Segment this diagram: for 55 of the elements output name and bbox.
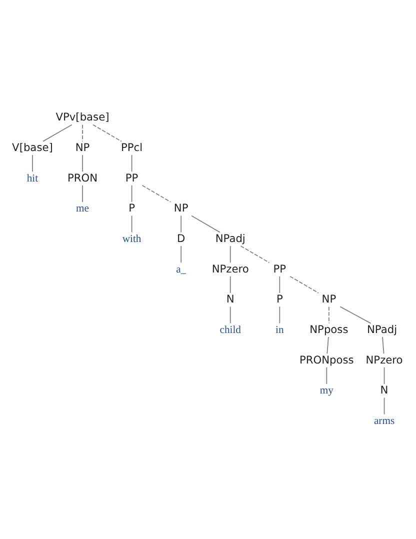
node-text: V[base] [12, 140, 53, 154]
node-text: NP [174, 202, 188, 215]
connector [142, 184, 172, 202]
node-text: NPposs [310, 322, 348, 336]
connector [82, 154, 83, 172]
connector [82, 184, 83, 202]
connector [230, 246, 231, 264]
node-text: P [276, 292, 283, 306]
connector [92, 124, 122, 142]
connector [131, 184, 132, 202]
connector [384, 366, 385, 384]
connector [340, 306, 372, 324]
connector [279, 276, 280, 294]
connector [326, 336, 329, 354]
node-text: PP [125, 171, 138, 184]
connector [290, 276, 319, 294]
node-text: NPadj [215, 232, 246, 245]
connector [180, 246, 182, 264]
node-text: N [226, 292, 234, 306]
connector [279, 306, 280, 324]
node-text: N [380, 384, 388, 397]
node-text: D [176, 232, 186, 245]
connector [230, 306, 231, 324]
node-text: PRONposs [299, 353, 354, 366]
node-text: PPcl [121, 140, 143, 154]
connector [32, 154, 33, 172]
node-text: child [220, 324, 241, 336]
node-text: NP [322, 292, 336, 306]
connector [382, 336, 384, 354]
node-text: hit [26, 173, 38, 184]
node-text: PP [273, 262, 286, 276]
connector [230, 276, 231, 294]
connector [42, 124, 72, 142]
node-text: P [128, 202, 135, 215]
connector [191, 215, 220, 233]
node-text: a_ [176, 264, 186, 276]
node-text: arms [374, 416, 395, 427]
node-text: VPv[base] [56, 110, 110, 124]
node-text: NPzero [366, 353, 403, 366]
connector [131, 215, 132, 233]
node-text: NPadj [366, 322, 398, 336]
connector [180, 215, 182, 233]
connector [240, 246, 270, 264]
connector [131, 154, 132, 172]
node-text: NP [75, 140, 90, 154]
node-text: my [320, 386, 334, 397]
node-text: with [122, 234, 142, 245]
node-text: NPzero [212, 262, 249, 276]
connector [82, 124, 83, 142]
connector [384, 397, 385, 415]
node-text: me [76, 204, 89, 215]
connector [326, 366, 328, 384]
connector [328, 306, 330, 324]
node-text: PRON [67, 171, 98, 184]
node-text: in [276, 324, 284, 336]
